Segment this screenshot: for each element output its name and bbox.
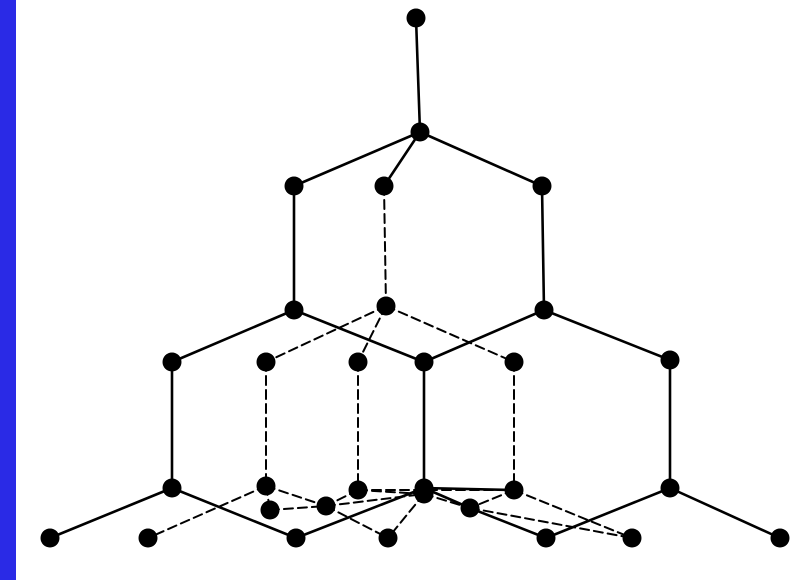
atom bbox=[504, 352, 524, 372]
atom bbox=[410, 122, 430, 142]
dashed-bond bbox=[357, 305, 387, 363]
atom bbox=[660, 350, 680, 370]
atom bbox=[770, 528, 790, 548]
atom bbox=[378, 528, 398, 548]
dashed-bond bbox=[265, 485, 327, 507]
atom bbox=[504, 480, 524, 500]
solid-bond bbox=[382, 130, 422, 188]
atom bbox=[534, 300, 554, 320]
atom bbox=[532, 176, 552, 196]
solid-bond bbox=[544, 486, 672, 540]
atom bbox=[286, 528, 306, 548]
solid-bond bbox=[422, 486, 516, 492]
dashed-bond bbox=[513, 489, 633, 539]
atom bbox=[284, 300, 304, 320]
atoms-group bbox=[40, 8, 790, 548]
atom bbox=[162, 352, 182, 372]
dashed-bond bbox=[325, 493, 425, 507]
solid-bond bbox=[292, 130, 422, 188]
atom bbox=[260, 500, 280, 520]
atom bbox=[406, 8, 426, 28]
atom bbox=[256, 476, 276, 496]
dashed-bond bbox=[385, 305, 515, 363]
dashed-bond bbox=[265, 305, 387, 363]
solid-bonds-group bbox=[48, 16, 782, 540]
dashed-bond bbox=[383, 185, 387, 307]
dashed-bond bbox=[325, 505, 389, 539]
atom bbox=[622, 528, 642, 548]
atom bbox=[348, 480, 368, 500]
solid-bond bbox=[170, 308, 296, 364]
atom bbox=[40, 528, 60, 548]
dashed-bond bbox=[147, 485, 267, 539]
atom bbox=[138, 528, 158, 548]
solid-bond bbox=[418, 130, 544, 188]
atom bbox=[536, 528, 556, 548]
left-accent-bar bbox=[0, 0, 16, 580]
atom bbox=[414, 478, 434, 498]
dashed-bond bbox=[469, 507, 633, 539]
atom bbox=[414, 352, 434, 372]
dashed-bonds-group bbox=[147, 185, 633, 539]
atom bbox=[376, 296, 396, 316]
atom bbox=[660, 478, 680, 498]
atom bbox=[162, 478, 182, 498]
solid-bond bbox=[542, 308, 672, 362]
solid-bond bbox=[468, 506, 548, 540]
atom bbox=[460, 498, 480, 518]
solid-bond bbox=[540, 184, 546, 312]
solid-bond bbox=[294, 486, 426, 540]
atom bbox=[316, 496, 336, 516]
solid-bond bbox=[414, 16, 422, 134]
atom bbox=[284, 176, 304, 196]
atom bbox=[348, 352, 368, 372]
solid-bond bbox=[170, 486, 298, 540]
solid-bond bbox=[668, 486, 782, 540]
atom bbox=[256, 352, 276, 372]
solid-bond bbox=[292, 308, 426, 364]
solid-bond bbox=[422, 308, 546, 364]
solid-bond bbox=[48, 486, 174, 540]
atom bbox=[374, 176, 394, 196]
